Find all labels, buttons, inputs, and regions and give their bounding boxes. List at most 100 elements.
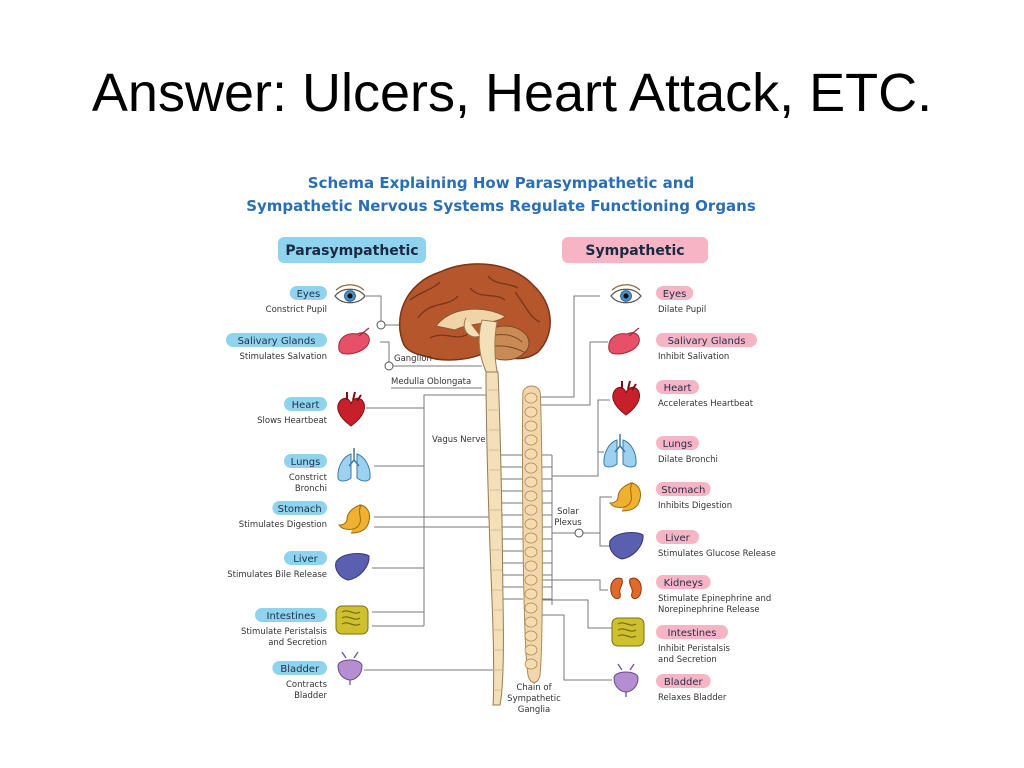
chain-ganglion [524, 392, 538, 404]
organ-effect: Stimulates Salvation [239, 352, 327, 362]
organ-name: Stomach [661, 485, 705, 496]
organ-pill [255, 608, 327, 622]
diagram-title-line1: Schema Explaining How Parasympathetic an… [308, 174, 694, 192]
chain-ganglion [524, 546, 538, 558]
organ-effect: Dilate Bronchi [658, 455, 718, 465]
organ-name: Heart [292, 400, 320, 411]
organ-pill [656, 333, 757, 347]
lungs-icon [603, 434, 637, 468]
chain-ganglion [524, 448, 538, 460]
organ-effect: Stimulates Glucose Release [658, 549, 776, 559]
connector-line [599, 533, 612, 547]
chain-ganglion [524, 518, 538, 530]
sympathetic-ganglia [524, 392, 538, 670]
sympathetic-header-pill [562, 237, 708, 263]
organ-pill [226, 333, 327, 347]
chain-ganglion [524, 476, 538, 488]
lungs-icon [337, 448, 371, 482]
organ-pill [656, 575, 711, 589]
ciliary-ganglion-node [376, 320, 386, 330]
medulla-oblongata-label: Medulla Oblongata [391, 377, 471, 387]
organ-pill [284, 454, 327, 468]
organ-pill [656, 674, 711, 688]
organ-effect: Inhibit Peristalsis [658, 644, 730, 654]
solar-plexus-label-1: Solar [557, 507, 579, 517]
spinal-cord-bands [488, 389, 503, 691]
connector-line [552, 399, 610, 477]
organ-pill [289, 286, 327, 300]
diagram-title-line2: Sympathetic Nervous Systems Regulate Fun… [246, 197, 756, 215]
liver-icon [335, 553, 370, 581]
eye-icon [334, 284, 366, 304]
chain-ganglion [524, 560, 538, 572]
chain-ganglia-label-1: Chain of [516, 683, 552, 693]
chain-ganglia-label-2: Sympathetic [507, 694, 561, 704]
organ-effect: Accelerates Heartbeat [658, 399, 754, 409]
connector-line [523, 341, 608, 406]
organ-name: Salivary Glands [238, 336, 316, 347]
organ-pill [656, 625, 728, 639]
organ-name: Liver [665, 533, 690, 544]
brain-icon [398, 263, 551, 377]
organ-effect: Inhibit Salivation [658, 352, 729, 362]
connector-line [541, 599, 612, 629]
connector-line [541, 579, 608, 591]
salivary-gland-icon [608, 327, 640, 355]
organ-pill [272, 501, 327, 515]
chain-ganglion [524, 504, 538, 516]
chain-ganglion [524, 630, 538, 642]
organ-name: Bladder [280, 664, 320, 675]
connector-line [523, 295, 600, 398]
heart-icon [337, 391, 365, 427]
organ-effect: Dilate Pupil [658, 305, 706, 315]
organ-name: Stomach [278, 504, 322, 515]
organ-name: Salivary Glands [668, 336, 746, 347]
vagus-nerve-label: Vagus Nerve [432, 435, 486, 445]
organ-effect: Constrict Pupil [266, 305, 327, 315]
organ-name: Intestines [267, 611, 316, 622]
intestines-icon [611, 617, 645, 647]
organ-effect: Stimulates Digestion [239, 520, 327, 530]
organ-name: Kidneys [664, 578, 703, 589]
organ-effect: Inhibits Digestion [658, 501, 732, 511]
parasympathetic-header-pill [278, 237, 426, 263]
ganglion-label: Ganglion [394, 354, 432, 364]
organ-name: Liver [293, 554, 318, 565]
connector-line [366, 394, 490, 409]
stomach-icon [338, 504, 370, 534]
kidneys-icon [610, 577, 642, 600]
slide-title: Answer: Ulcers, Heart Attack, ETC. [91, 63, 933, 123]
solar-plexus-label-2: Plexus [554, 518, 582, 528]
solar-plexus-node [574, 528, 584, 538]
chain-ganglion [524, 644, 538, 656]
organ-effect: Contracts [286, 680, 328, 690]
organ-effect: and Secretion [658, 655, 717, 665]
organ-effect: Bronchi [295, 484, 327, 494]
chain-ganglion [524, 574, 538, 586]
chain-ganglion [524, 490, 538, 502]
organ-pill [284, 551, 327, 565]
salivary-gland-icon [338, 327, 370, 355]
sympathetic-header: Sympathetic [585, 243, 684, 259]
heart-icon [612, 380, 640, 416]
organ-name: Lungs [663, 439, 693, 450]
organ-effect: Relaxes Bladder [658, 693, 727, 703]
organ-name: Eyes [297, 289, 321, 300]
liver-icon [609, 532, 644, 560]
intestines-icon [335, 605, 369, 635]
chain-ganglion [524, 616, 538, 628]
organ-name: Intestines [668, 628, 717, 639]
